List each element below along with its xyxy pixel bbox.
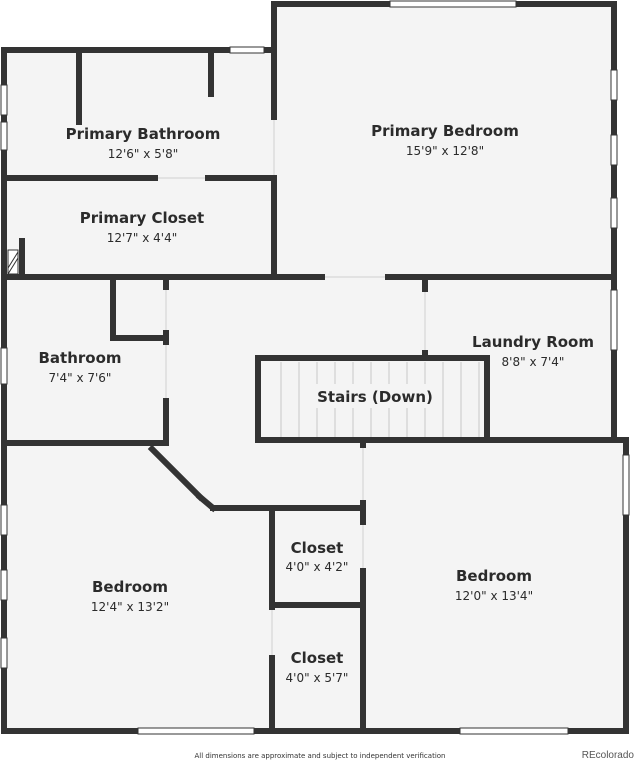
label-bedroom-right: Bedroom <box>456 567 532 585</box>
floor-areas <box>5 5 626 730</box>
window <box>459 727 569 735</box>
window <box>0 569 8 601</box>
vent-hatch <box>7 249 19 275</box>
stairs-label-bg <box>316 384 434 408</box>
window <box>610 197 618 229</box>
window <box>0 504 8 536</box>
window <box>610 134 618 166</box>
window <box>0 637 8 669</box>
label-closet-lower: Closet <box>291 649 344 667</box>
floor-middle <box>5 277 614 447</box>
floor-west-wing <box>5 50 274 278</box>
label-closet-upper: Closet <box>291 539 344 557</box>
window <box>389 0 517 8</box>
dims-closet-upper: 4'0" x 4'2" <box>286 560 349 574</box>
disclaimer-text: All dimensions are approximate and subje… <box>194 752 446 760</box>
window <box>0 347 8 385</box>
label-bedroom-left: Bedroom <box>92 578 168 596</box>
dims-bedroom-left: 12'4" x 13'2" <box>91 600 169 614</box>
window <box>0 84 8 116</box>
window <box>610 69 618 101</box>
dims-bathroom: 7'4" x 7'6" <box>49 371 112 385</box>
window <box>137 727 255 735</box>
dims-primary-bedroom: 15'9" x 12'8" <box>406 144 484 158</box>
dims-bedroom-right: 12'0" x 13'4" <box>455 589 533 603</box>
dims-primary-closet: 12'7" x 4'4" <box>107 231 178 245</box>
label-laundry-room: Laundry Room <box>472 333 594 351</box>
floor-plan: Primary Bathroom 12'6" x 5'8" Primary Be… <box>0 0 630 735</box>
dims-closet-lower: 4'0" x 5'7" <box>286 671 349 685</box>
label-primary-bathroom: Primary Bathroom <box>66 125 221 143</box>
window <box>622 454 630 516</box>
dims-laundry-room: 8'8" x 7'4" <box>502 355 565 369</box>
window <box>610 289 618 351</box>
door-jambs <box>158 120 426 655</box>
window <box>229 46 265 54</box>
floor-primary-bedroom <box>274 5 614 277</box>
brand-logo: REcolorado <box>581 750 634 761</box>
label-primary-closet: Primary Closet <box>80 209 204 227</box>
windows <box>0 0 630 735</box>
label-bathroom: Bathroom <box>38 349 121 367</box>
label-primary-bedroom: Primary Bedroom <box>371 122 519 140</box>
label-stairs: Stairs (Down) <box>317 388 433 406</box>
window <box>0 121 8 151</box>
dims-primary-bathroom: 12'6" x 5'8" <box>108 147 179 161</box>
floor-south <box>5 440 626 730</box>
